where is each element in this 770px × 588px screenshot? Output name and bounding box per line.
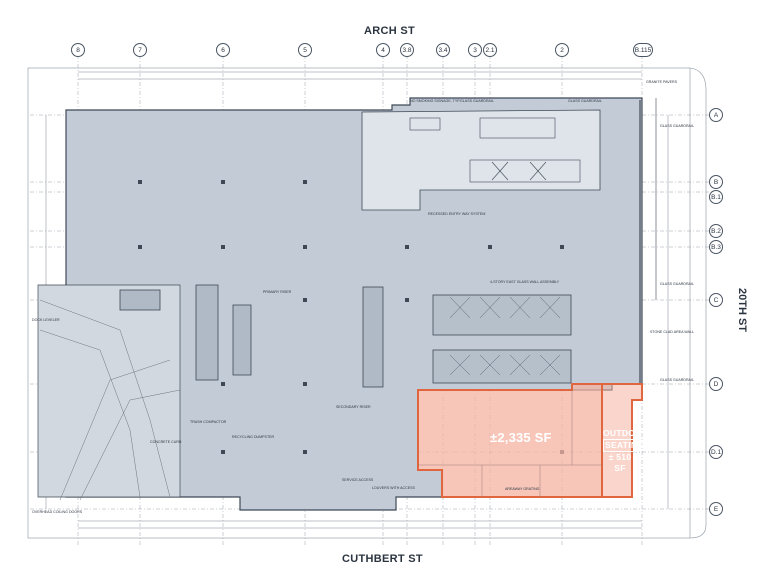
note-dock-leveler: DOCK LEVELER bbox=[32, 318, 60, 322]
loading-dock bbox=[37, 284, 181, 498]
note-concrete-curb: CONCRETE CURB bbox=[150, 440, 182, 444]
street-label-north: ARCH ST bbox=[364, 25, 415, 37]
note-recycling: RECYCLING DUMPSTER bbox=[232, 435, 275, 439]
grid-row-bubble: B bbox=[709, 175, 723, 189]
grid-row-bubble: B.3 bbox=[709, 240, 723, 254]
note-areaway-grating: AREAWAY GRATING bbox=[505, 487, 540, 491]
outdoor-label-line3: ± 510 SF bbox=[608, 452, 632, 473]
note-overhead-door: OVERHEAD COILING DOORS bbox=[32, 510, 83, 514]
elevator-cabs bbox=[449, 296, 561, 376]
grid-col-bubble: 2 bbox=[555, 43, 569, 57]
note-glass-guardrail: GLASS GUARDRAIL bbox=[568, 99, 602, 103]
retail-area-label: ±2,335 SF bbox=[490, 430, 552, 445]
grid-row-bubble: B.1 bbox=[709, 190, 723, 204]
grid-row-bubble: D bbox=[709, 377, 723, 391]
note-secondary-riser: SECONDARY RISER bbox=[336, 405, 371, 409]
note-glass-guardrail: GLASS GUARDRAIL bbox=[660, 124, 694, 128]
note-glass-guardrail: GLASS GUARDRAIL bbox=[660, 282, 694, 286]
grid-col-bubble: 6 bbox=[216, 43, 230, 57]
grid-col-bubble: 8 bbox=[71, 43, 85, 57]
grid-col-bubble: 3.4 bbox=[436, 43, 450, 57]
elevator-banks bbox=[432, 294, 572, 384]
note-louvers: LOUVERS WITH ACCESS bbox=[372, 486, 415, 490]
structural-columns bbox=[138, 180, 564, 454]
grid-col-bubble: 3 bbox=[468, 43, 482, 57]
retail-interior-lines bbox=[418, 390, 602, 497]
grid-row-bubble: E bbox=[709, 502, 723, 516]
site-boundary bbox=[27, 67, 691, 539]
grid-row-bubble: A bbox=[709, 108, 723, 122]
grid-col-bubble: B.115 bbox=[633, 43, 653, 57]
outdoor-seating-highlight bbox=[601, 383, 643, 498]
street-label-south: CUTHBERT ST bbox=[342, 553, 423, 565]
street-label-east: 20TH ST bbox=[736, 288, 748, 333]
note-stone-clad: STONE CLAD AREA WALL bbox=[650, 330, 694, 334]
note-glass-guardrail: GLASS GUARDRAIL bbox=[460, 99, 494, 103]
grid-row-bubble: D.1 bbox=[709, 445, 723, 459]
truck-turning-paths bbox=[39, 299, 181, 501]
grid-col-bubble: 3.8 bbox=[400, 43, 414, 57]
note-no-smoking: NO SMOKING SIGNAGE, TYP. bbox=[410, 99, 461, 103]
note-granite-pavers: GRANITE PAVERS bbox=[646, 80, 678, 84]
grid-row-bubble: C bbox=[709, 293, 723, 307]
note-primary-riser: PRIMARY RISER bbox=[263, 290, 292, 294]
grid-col-bubble: 5 bbox=[298, 43, 312, 57]
note-glass-guardrail: GLASS GUARDRAIL bbox=[660, 378, 694, 382]
grid-row-bubble: B.2 bbox=[709, 224, 723, 238]
outdoor-label-line1: OUTDOOR bbox=[603, 428, 649, 438]
outdoor-seating-label: OUTDOOR SEATING ± 510 SF bbox=[603, 428, 649, 474]
note-trash-compactor: TRASH COMPACTOR bbox=[190, 420, 227, 424]
curb-line bbox=[689, 67, 707, 539]
building-cores bbox=[119, 284, 384, 388]
grid-col-bubble: 4 bbox=[376, 43, 390, 57]
lobby-fixtures bbox=[409, 117, 581, 183]
note-storefront: 4-STORY EAST GLASS WALL ASSEMBLY bbox=[490, 280, 560, 284]
note-service-access: SERVICE ACCESS bbox=[342, 478, 374, 482]
grid-col-bubble: 7 bbox=[133, 43, 147, 57]
note-recessed-entry: RECESSED ENTRY WAY SYSTEM bbox=[428, 212, 486, 216]
grid-col-bubble: 2.1 bbox=[483, 43, 497, 57]
outdoor-label-line2: SEATING bbox=[603, 439, 645, 452]
